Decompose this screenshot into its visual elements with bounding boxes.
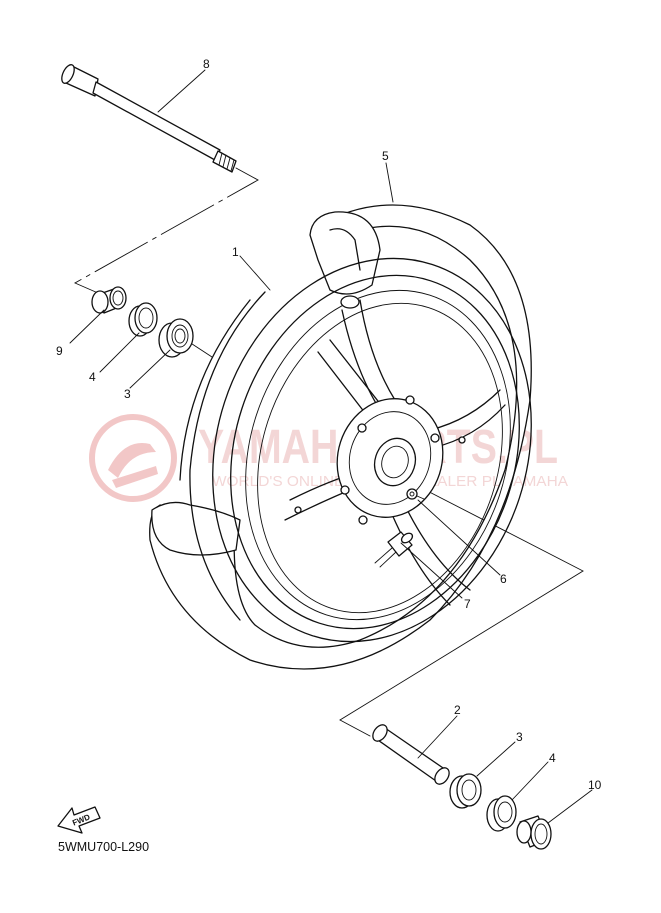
diagram-code: 5WMU700-L290 <box>58 840 150 854</box>
callout-1: 1 <box>232 245 239 259</box>
oil-seal-icon <box>128 302 158 337</box>
callout-6: 6 <box>500 572 507 586</box>
oil-seal-icon <box>486 795 517 832</box>
callout-9: 9 <box>56 344 63 358</box>
callout-7: 7 <box>464 597 471 611</box>
cast-wheel-icon <box>179 257 532 643</box>
leader-lines <box>69 69 593 824</box>
callout-4b: 4 <box>549 751 556 765</box>
watermark-logo-icon <box>89 414 177 502</box>
bearing-icon <box>158 318 194 358</box>
callout-2: 2 <box>454 703 461 717</box>
spacer-tube-icon <box>372 724 450 785</box>
axle-icon <box>61 64 237 173</box>
tire-icon <box>149 204 532 670</box>
callout-5: 5 <box>382 149 389 163</box>
collar-icon <box>516 815 552 850</box>
callout-3b: 3 <box>516 730 523 744</box>
fwd-arrow-icon: FWD <box>57 806 101 834</box>
callout-4a: 4 <box>89 370 96 384</box>
callout-8: 8 <box>203 57 210 71</box>
callout-labels: 8 5 1 9 4 3 6 7 2 3 4 10 <box>56 57 602 792</box>
collar-icon <box>91 286 127 314</box>
bearing-icon <box>449 773 482 809</box>
callout-10: 10 <box>588 778 602 792</box>
callout-3a: 3 <box>124 387 131 401</box>
valve-icon <box>374 531 414 568</box>
bolt-icon <box>406 488 425 500</box>
watermark: YAMAHAPARTS.PL WORLD'S ONLINE YAMAHA DEA… <box>89 414 568 502</box>
